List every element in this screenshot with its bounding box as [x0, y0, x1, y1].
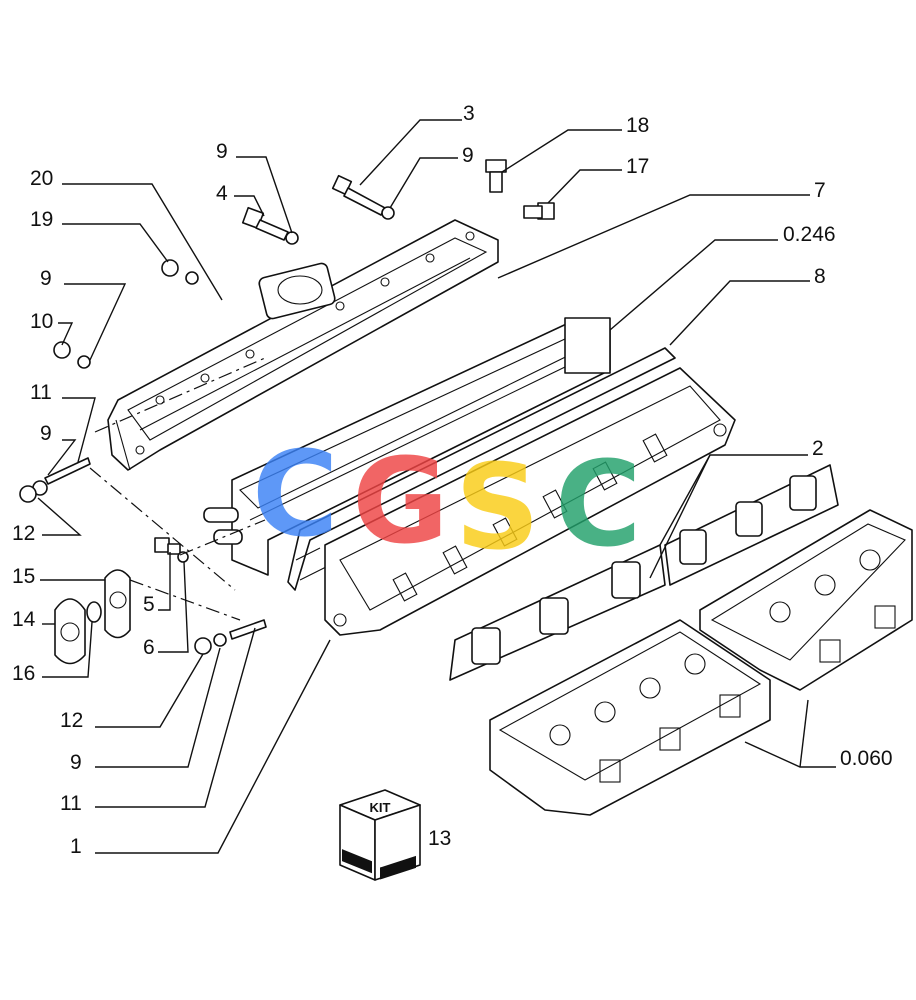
callout-18: 18: [626, 114, 649, 137]
watermark-logo: C G S C: [252, 425, 642, 576]
callout-17: 17: [626, 155, 649, 178]
intake-manifold: [324, 367, 736, 636]
callout-12-bottom: 12: [60, 709, 83, 732]
callout-1: 1: [70, 835, 82, 858]
callout-20: 20: [30, 167, 53, 190]
port-gaskets: [449, 464, 839, 681]
kit-box: KIT: [339, 789, 421, 881]
callout-3: 3: [463, 102, 475, 125]
callout-9-left: 9: [40, 267, 52, 290]
exhaust-manifold: [107, 219, 499, 471]
callout-labels: 3 18 9 9 17 4 20 19 7 0.246 9 8 10 11 9 …: [12, 102, 893, 858]
heat-exchanger: [203, 317, 611, 576]
callout-7: 7: [814, 179, 826, 202]
callout-5: 5: [143, 593, 155, 616]
watermark-letter-c1: C: [252, 425, 339, 563]
watermark-letter-s: S: [455, 438, 540, 576]
callout-9-mid: 9: [40, 422, 52, 445]
callout-13: 13: [428, 827, 451, 850]
callout-4: 4: [216, 182, 228, 205]
callout-11-bottom: 11: [60, 792, 82, 815]
callout-9-right: 9: [462, 144, 474, 167]
callout-8: 8: [814, 265, 826, 288]
flange-plates: [54, 569, 131, 665]
callout-11-top: 11: [30, 381, 52, 404]
leader-lines: [37, 119, 836, 854]
callout-9-bottom: 9: [70, 751, 82, 774]
callout-16: 16: [12, 662, 35, 685]
cylinder-heads: [489, 509, 913, 816]
callout-6: 6: [143, 636, 155, 659]
callout-15: 15: [12, 565, 35, 588]
callout-2: 2: [812, 437, 824, 460]
callout-0246: 0.246: [783, 223, 836, 246]
watermark-letter-c2: C: [555, 435, 642, 573]
watermark-letter-g: G: [352, 432, 449, 570]
callout-10: 10: [30, 310, 53, 333]
callout-14: 14: [12, 608, 36, 631]
kit-label: KIT: [370, 800, 391, 815]
callout-19: 19: [30, 208, 53, 231]
callout-12-top: 12: [12, 522, 35, 545]
callout-0060: 0.060: [840, 747, 893, 770]
callout-9-top: 9: [216, 140, 228, 163]
